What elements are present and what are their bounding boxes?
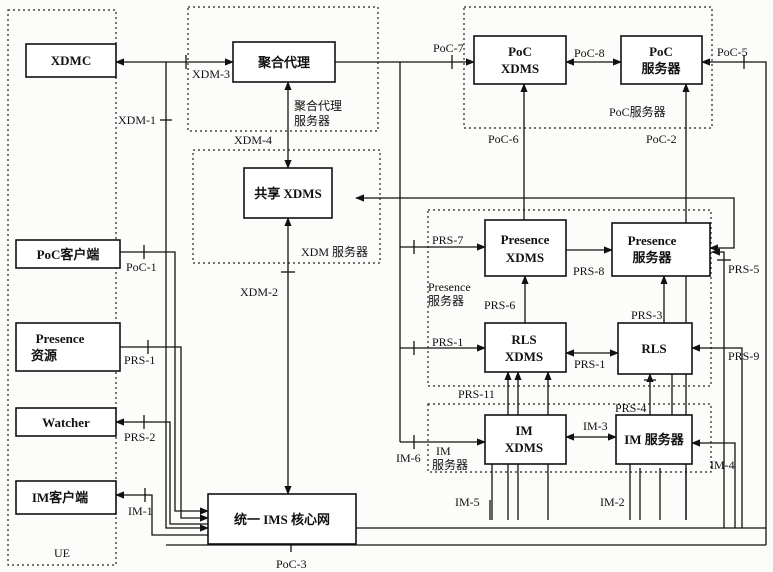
poc-6-label: PoC-6 bbox=[488, 132, 519, 146]
im-server-label: IM 服务器 bbox=[624, 432, 685, 447]
prs-4-label: PRS-4 bbox=[615, 401, 646, 415]
aggregation-proxy-server-group bbox=[187, 6, 379, 132]
ims-core-label: 统一 IMS 核心网 bbox=[234, 512, 330, 527]
prs-1-rls-label: PRS-1 bbox=[574, 357, 605, 371]
prs-3-label: PRS-3 bbox=[631, 308, 662, 322]
im-xdms-label-1: IM bbox=[515, 423, 532, 438]
prs-7-label: PRS-7 bbox=[432, 233, 463, 247]
poc-client-box bbox=[15, 239, 121, 269]
ims-core-box bbox=[207, 493, 357, 545]
aggregation-proxy-label: 聚合代理 bbox=[257, 55, 310, 70]
watcher-box bbox=[15, 407, 117, 437]
presence-servers-label-2: 服务器 bbox=[428, 293, 464, 308]
prs-5-label: PRS-5 bbox=[728, 262, 759, 276]
shared-xdms-box bbox=[243, 167, 333, 219]
poc-server-label-1: PoC bbox=[649, 44, 673, 59]
presence-server-label-2: 服务器 bbox=[632, 250, 672, 265]
im-xdms-label-2: XDMS bbox=[505, 440, 543, 455]
presence-xdms-box bbox=[484, 219, 567, 277]
presence-source-box bbox=[15, 322, 121, 372]
agg-proxy-server-label-1: 聚合代理 bbox=[294, 98, 342, 113]
poc-servers-group-label: PoC服务器 bbox=[609, 104, 666, 119]
rls-xdms-box bbox=[484, 322, 567, 373]
im-server-box bbox=[615, 414, 693, 465]
prs-1-ue-label: PRS-1 bbox=[124, 353, 155, 367]
poc-3-label: PoC-3 bbox=[276, 557, 307, 571]
im-servers-label-2: 服务器 bbox=[432, 457, 468, 472]
xdm-1-label: XDM-1 bbox=[118, 113, 156, 127]
watcher-label: Watcher bbox=[42, 415, 90, 430]
rls-xdms-label-2: XDMS bbox=[505, 349, 543, 364]
im-client-label: IM客户端 bbox=[32, 490, 88, 505]
xdm-server-group-label: XDM 服务器 bbox=[301, 244, 368, 259]
im-4-label: IM-4 bbox=[710, 458, 735, 472]
poc-5-label: PoC-5 bbox=[717, 45, 748, 59]
shared-xdms-label: 共享 XDMS bbox=[254, 186, 322, 201]
presence-source-label-1: Presence bbox=[36, 331, 85, 346]
im-1-label: IM-1 bbox=[128, 504, 153, 518]
xdmc-label: XDMC bbox=[51, 53, 91, 68]
xdm-3-label: XDM-3 bbox=[192, 67, 230, 81]
presence-server-box bbox=[611, 222, 711, 277]
rls-box bbox=[617, 322, 693, 375]
prs-2-label: PRS-2 bbox=[124, 430, 155, 444]
prs-9-label: PRS-9 bbox=[728, 349, 759, 363]
xdm-4-label: XDM-4 bbox=[234, 133, 272, 147]
im-xdms-box bbox=[484, 414, 567, 465]
rls-xdms-label-1: RLS bbox=[511, 332, 536, 347]
im-server-group bbox=[427, 403, 712, 473]
presence-source-label-2: 资源 bbox=[31, 348, 57, 363]
poc-server-box bbox=[620, 35, 703, 85]
agg-proxy-server-label-2: 服务器 bbox=[294, 113, 330, 128]
presence-xdms-label-1: Presence bbox=[501, 232, 550, 247]
presence-servers-label-1: Presence bbox=[428, 280, 471, 294]
im-servers-label-1: IM bbox=[436, 444, 451, 458]
im-6-label: IM-6 bbox=[396, 451, 421, 465]
prs-11-label: PRS-11 bbox=[458, 387, 495, 401]
prs-1-left-label: PRS-1 bbox=[432, 335, 463, 349]
poc-2-label: PoC-2 bbox=[646, 132, 677, 146]
poc-1-label: PoC-1 bbox=[126, 260, 157, 274]
poc-8-label: PoC-8 bbox=[574, 46, 605, 60]
poc-7-label: PoC-7 bbox=[433, 41, 464, 55]
poc-xdms-label-2: XDMS bbox=[501, 61, 539, 76]
aggregation-proxy-box bbox=[232, 41, 336, 83]
ue-group-label: UE bbox=[54, 546, 70, 560]
im-client-box bbox=[15, 480, 117, 515]
prs-6-label: PRS-6 bbox=[484, 298, 515, 312]
im-3-label: IM-3 bbox=[583, 419, 608, 433]
xdm-2-label: XDM-2 bbox=[240, 285, 278, 299]
presence-xdms-label-2: XDMS bbox=[506, 250, 544, 265]
poc-xdms-box bbox=[473, 35, 567, 85]
presence-server-label-1: Presence bbox=[628, 233, 677, 248]
poc-client-label: PoC客户端 bbox=[37, 247, 100, 262]
ue-group bbox=[7, 9, 117, 566]
rls-label: RLS bbox=[641, 341, 666, 356]
prs-8-label: PRS-8 bbox=[573, 264, 604, 278]
im-2-label: IM-2 bbox=[600, 495, 625, 509]
im-5-label: IM-5 bbox=[455, 495, 480, 509]
poc-server-label-2: 服务器 bbox=[641, 61, 681, 76]
xdmc-box bbox=[25, 43, 117, 78]
poc-xdms-label-1: PoC bbox=[508, 44, 532, 59]
